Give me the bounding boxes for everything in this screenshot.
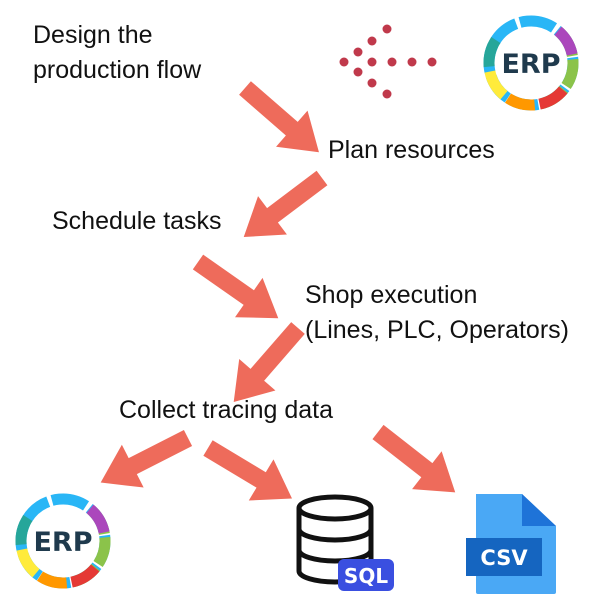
- arrow-collect-to-erp: [89, 416, 199, 504]
- step-shop-execution: Shop execution (Lines, PLC, Operators): [305, 278, 569, 348]
- csv-badge-text: CSV: [480, 546, 528, 570]
- erp-logo-top-text: ERP: [501, 49, 560, 80]
- dotted-arrow-icon: [339, 24, 437, 99]
- step-design-line1: Design the: [33, 21, 153, 49]
- step-schedule-tasks: Schedule tasks: [52, 204, 222, 239]
- erp-logo-bottom-text: ERP: [33, 527, 92, 558]
- step-schedule-line1: Schedule tasks: [52, 207, 222, 235]
- csv-file-icon: CSV: [466, 494, 556, 594]
- arrow-schedule-to-execution: [184, 242, 293, 338]
- arrow-design-to-plan: [229, 69, 335, 171]
- step-design-flow: Design the production flow: [33, 18, 201, 88]
- step-collect-line1: Collect tracing data: [119, 396, 334, 424]
- erp-logo-bottom-icon: ERP: [15, 493, 111, 589]
- step-design-line2: production flow: [33, 56, 202, 84]
- erp-logo-top-icon: ERP: [483, 15, 579, 111]
- sql-badge-text: SQL: [344, 564, 388, 588]
- step-plan-line1: Plan resources: [328, 136, 495, 164]
- step-execution-line1: Shop execution: [305, 281, 478, 309]
- step-plan-resources: Plan resources: [328, 133, 495, 168]
- arrow-collect-to-csv: [363, 413, 471, 512]
- step-execution-line2: (Lines, PLC, Operators): [305, 316, 569, 344]
- step-collect-data: Collect tracing data: [119, 393, 333, 428]
- sql-database-icon: SQL: [296, 494, 394, 591]
- arrow-plan-to-schedule: [229, 158, 337, 257]
- arrow-collect-to-sql: [195, 427, 305, 520]
